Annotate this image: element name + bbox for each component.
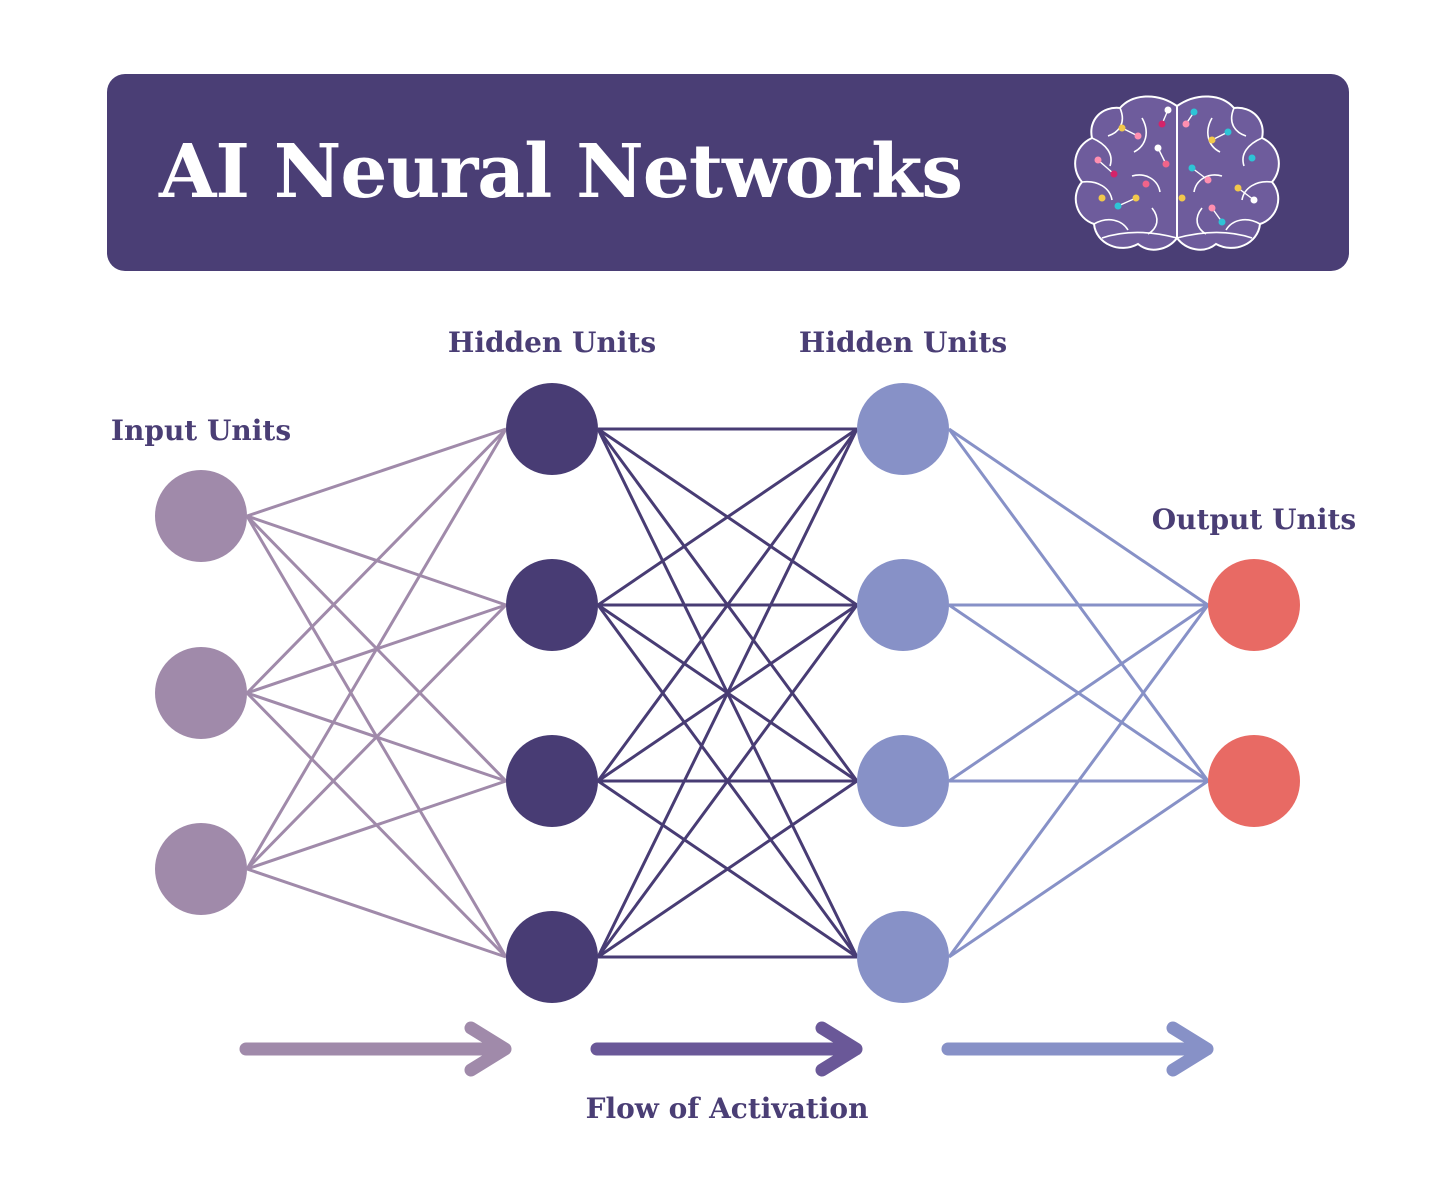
hidden-2-unit-4 bbox=[857, 911, 949, 1003]
flow-of-activation-label: Flow of Activation bbox=[586, 1092, 869, 1125]
connections bbox=[245, 427, 1210, 959]
input-unit-1 bbox=[155, 470, 247, 562]
hidden-1-unit-3 bbox=[506, 735, 598, 827]
input-unit-3 bbox=[155, 823, 247, 915]
flow-arrow-1 bbox=[239, 1021, 512, 1077]
output-unit-1 bbox=[1208, 559, 1300, 651]
output-unit-2 bbox=[1208, 735, 1300, 827]
hidden-1-unit-1 bbox=[506, 383, 598, 475]
connection-0-2-2 bbox=[246, 779, 507, 871]
connection-0-2-3 bbox=[246, 867, 507, 959]
connection-0-2-0 bbox=[245, 428, 508, 870]
input-unit-2 bbox=[155, 647, 247, 739]
input-units-label: Input Units bbox=[111, 414, 291, 447]
connection-2-2-0 bbox=[948, 603, 1209, 783]
connection-0-2-1 bbox=[245, 603, 508, 871]
nodes bbox=[155, 383, 1300, 1003]
connection-1-3-0 bbox=[596, 428, 859, 958]
title-banner: AI Neural Networks bbox=[107, 74, 1349, 271]
hidden-units-1-label: Hidden Units bbox=[448, 326, 656, 359]
output-units-label: Output Units bbox=[1152, 503, 1356, 536]
connection-2-3-1 bbox=[948, 779, 1209, 959]
hidden-2-unit-3 bbox=[857, 735, 949, 827]
connection-1-2-0 bbox=[596, 428, 859, 782]
connection-1-3-1 bbox=[596, 604, 859, 958]
hidden-1-unit-4 bbox=[506, 911, 598, 1003]
brain-circuit-icon bbox=[1074, 95, 1280, 251]
connection-1-3-2 bbox=[597, 779, 858, 959]
connection-0-1-0 bbox=[245, 427, 508, 695]
connection-0-0-0 bbox=[246, 427, 507, 518]
hidden-units-2-label: Hidden Units bbox=[799, 326, 1007, 359]
page-title: AI Neural Networks bbox=[159, 129, 963, 215]
hidden-2-unit-1 bbox=[857, 383, 949, 475]
connection-1-1-0 bbox=[597, 427, 858, 607]
flow-arrow-3 bbox=[941, 1021, 1214, 1077]
hidden-1-unit-2 bbox=[506, 559, 598, 651]
flow-arrow-2 bbox=[590, 1021, 863, 1077]
connection-2-3-0 bbox=[947, 604, 1210, 958]
connection-2-0-0 bbox=[948, 427, 1209, 607]
hidden-2-unit-2 bbox=[857, 559, 949, 651]
activation-arrows bbox=[239, 1021, 1214, 1077]
